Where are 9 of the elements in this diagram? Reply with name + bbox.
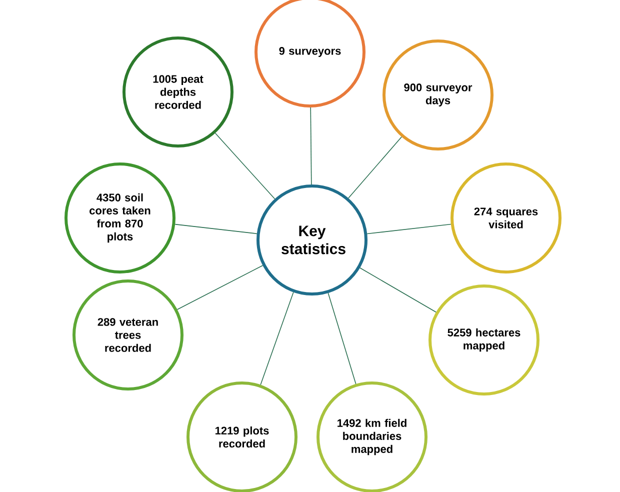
connector-line — [176, 265, 264, 310]
connector-line — [214, 132, 276, 200]
connector-line — [348, 136, 402, 198]
connector-line — [260, 292, 294, 386]
connector-line — [310, 107, 312, 185]
connector-line — [360, 268, 436, 312]
connector-line — [366, 224, 452, 234]
connector-line — [174, 224, 258, 234]
connector-line — [328, 292, 356, 384]
